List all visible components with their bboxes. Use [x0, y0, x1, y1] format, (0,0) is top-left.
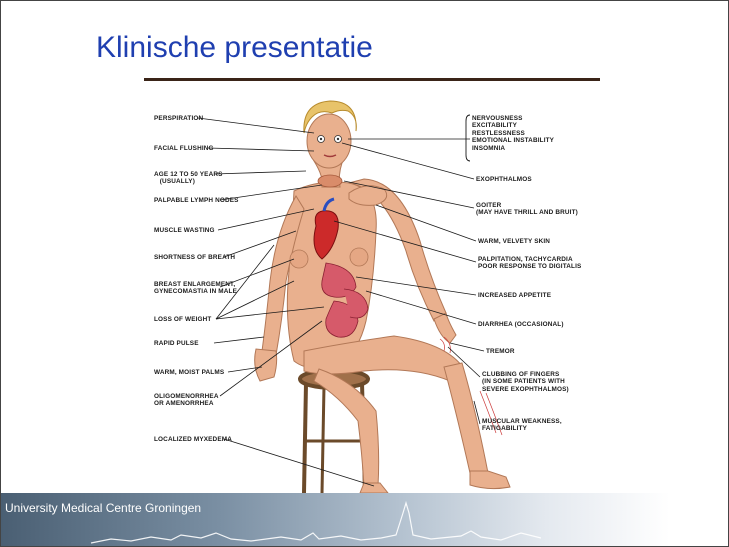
hyperthyroidism-illustration: PERSPIRATION FACIAL FLUSHING AGE 12 TO 5…	[144, 81, 600, 493]
body	[255, 114, 510, 493]
label-palpitation: PALPITATION, TACHYCARDIA POOR RESPONSE T…	[478, 256, 581, 271]
label-facial-flushing: FACIAL FLUSHING	[154, 145, 214, 152]
label-rapid-pulse: RAPID PULSE	[154, 340, 199, 347]
label-goiter: GOITER (MAY HAVE THRILL AND BRUIT)	[476, 202, 578, 217]
label-loss-of-weight: LOSS OF WEIGHT	[154, 316, 211, 323]
label-warm-velvety-skin: WARM, VELVETY SKIN	[478, 238, 550, 245]
footer-institution-name: University Medical Centre Groningen	[5, 501, 201, 515]
label-tremor: TREMOR	[486, 348, 515, 355]
label-diarrhea: DIARRHEA (OCCASIONAL)	[478, 321, 564, 328]
label-nervousness: NERVOUSNESS EXCITABILITY RESTLESSNESS EM…	[472, 115, 554, 152]
label-shortness-of-breath: SHORTNESS OF BREATH	[154, 254, 235, 261]
footer-banner: University Medical Centre Groningen	[1, 493, 728, 546]
label-age: AGE 12 TO 50 YEARS (USUALLY)	[154, 171, 223, 186]
label-muscular-weakness: MUSCULAR WEAKNESS, FATIGABILITY	[482, 418, 562, 433]
label-warm-moist-palms: WARM, MOIST PALMS	[154, 369, 224, 376]
label-perspiration: PERSPIRATION	[154, 115, 203, 122]
label-muscle-wasting: MUSCLE WASTING	[154, 227, 215, 234]
label-breast-enlargement: BREAST ENLARGEMENT, GYNECOMASTIA IN MALE	[154, 281, 237, 296]
label-clubbing-of-fingers: CLUBBING OF FINGERS (IN SOME PATIENTS WI…	[482, 371, 569, 393]
label-increased-appetite: INCREASED APPETITE	[478, 292, 551, 299]
label-exophthalmos: EXOPHTHALMOS	[476, 176, 532, 183]
label-localized-myxedema: LOCALIZED MYXEDEMA	[154, 436, 232, 443]
slide-title: Klinische presentatie	[96, 31, 373, 65]
label-oligomenorrhea: OLIGOMENORRHEA OR AMENORRHEA	[154, 393, 219, 408]
label-palpable-lymph-nodes: PALPABLE LYMPH NODES	[154, 197, 239, 204]
